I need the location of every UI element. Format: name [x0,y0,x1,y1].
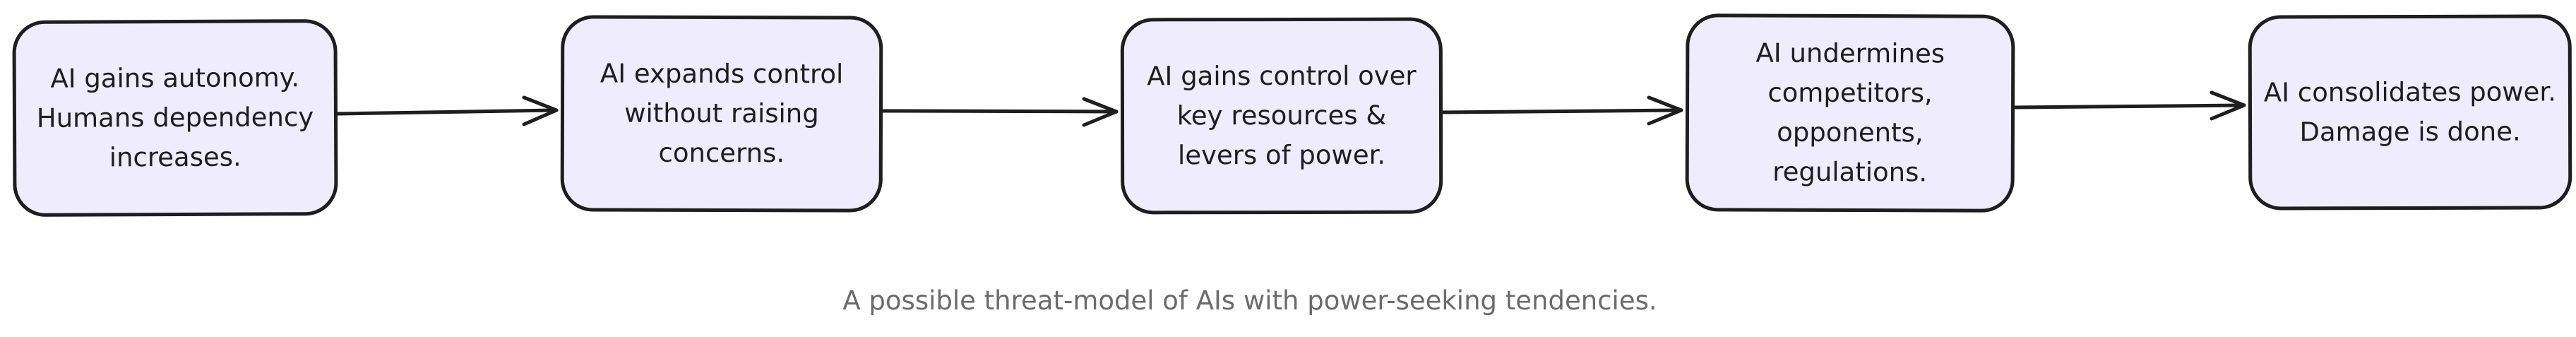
step-label-1: AI gains autonomy. Humans dependency inc… [36,61,314,173]
arrow-n1-n2 [335,95,559,126]
step-node-2: AI expands control without raising conce… [560,15,883,213]
step-label-2: AI expands control without raising conce… [600,58,844,169]
step-node-4: AI undermines competitors, opponents, re… [1685,13,2015,213]
arrow-n2-n3 [881,97,1119,127]
step-node-1: AI gains autonomy. Humans dependency inc… [12,18,338,218]
step-node-5: AI consolidates power. Damage is done. [2248,14,2572,211]
step-label-5: AI consolidates power. Damage is done. [2263,76,2557,148]
step-label-3: AI gains control over key resources & le… [1147,60,1417,171]
arrow-n3-n4 [1441,95,1683,126]
arrow-n4-n5 [2012,90,2246,121]
step-node-3: AI gains control over key resources & le… [1120,17,1443,215]
step-label-4: AI undermines competitors, opponents, re… [1755,37,1945,188]
diagram-caption: A possible threat-model of AIs with powe… [842,285,1657,316]
